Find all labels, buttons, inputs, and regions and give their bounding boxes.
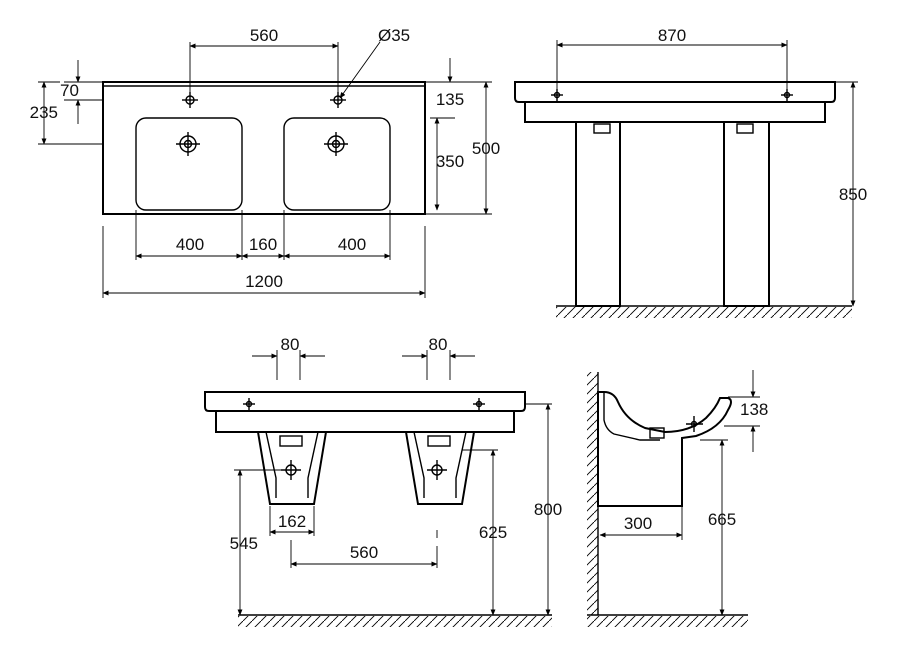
- label-bracket-width: 162: [278, 512, 306, 531]
- basin-left: [135, 117, 243, 211]
- profile-wall-hatch: [587, 372, 598, 615]
- label-total-height: 800: [534, 500, 562, 519]
- wall-hung-tap-right: [473, 398, 485, 410]
- label-tap-diameter: Ø35: [378, 26, 410, 45]
- profile-view: 138 300 665: [587, 370, 768, 627]
- wall-hung-tap-left: [243, 398, 255, 410]
- pedestal-basin-body: [524, 101, 826, 123]
- pedestal-basin-top: [514, 81, 836, 103]
- profile-floor-hatch: [587, 616, 748, 627]
- label-basin-back: 135: [436, 90, 464, 109]
- tap-hole-left: [182, 92, 198, 108]
- tap-hole-right: [330, 92, 346, 108]
- drain-left: [176, 132, 200, 156]
- basin-right: [283, 117, 391, 211]
- label-profile-waste: 665: [708, 510, 736, 529]
- label-drain-offset: 235: [30, 103, 58, 122]
- top-view-outline: [102, 81, 426, 215]
- profile-basin: [597, 391, 732, 507]
- label-bracket-right: 80: [429, 335, 448, 354]
- pedestal-floor-hatch: [556, 307, 852, 318]
- pedestal-tap-right: [781, 89, 793, 101]
- siphon-drain-left: [281, 460, 301, 480]
- label-profile-projection: 300: [624, 514, 652, 533]
- label-drain-height: 545: [230, 534, 258, 553]
- siphon-cover-right: [404, 431, 476, 505]
- label-basin-width-left: 400: [176, 235, 204, 254]
- pedestal-view: 870 850: [514, 26, 867, 318]
- label-width-total: 1200: [245, 272, 283, 291]
- wall-hung-view: 80 80 162 560 545 625 800: [204, 335, 562, 627]
- pedestal-leg-left: [575, 121, 621, 307]
- label-bracket-spacing: 560: [350, 543, 378, 562]
- leader-tap-diameter: [339, 41, 381, 99]
- label-tap-spacing: 560: [250, 26, 278, 45]
- wall-hung-floor-hatch: [238, 616, 552, 627]
- siphon-drain-right: [427, 460, 447, 480]
- label-bracket-height: 625: [479, 523, 507, 542]
- pedestal-leg-right: [723, 121, 770, 307]
- label-basin-width-right: 400: [338, 235, 366, 254]
- label-profile-height: 138: [740, 400, 768, 419]
- label-basin-depth: 350: [436, 152, 464, 171]
- pedestal-tap-left: [551, 89, 563, 101]
- label-bracket-left: 80: [281, 335, 300, 354]
- siphon-cover-left: [256, 431, 328, 505]
- label-tap-offset: 70: [60, 81, 79, 100]
- drain-right: [324, 132, 348, 156]
- top-view: 560 Ø35 70 235 135 350 500 400 160: [30, 26, 500, 298]
- label-pedestal-height: 850: [839, 185, 867, 204]
- wall-hung-basin-top: [204, 391, 526, 412]
- wall-hung-basin-body: [215, 410, 515, 433]
- label-pedestal-width: 870: [658, 26, 686, 45]
- label-basin-gap: 160: [249, 235, 277, 254]
- label-depth-total: 500: [472, 139, 500, 158]
